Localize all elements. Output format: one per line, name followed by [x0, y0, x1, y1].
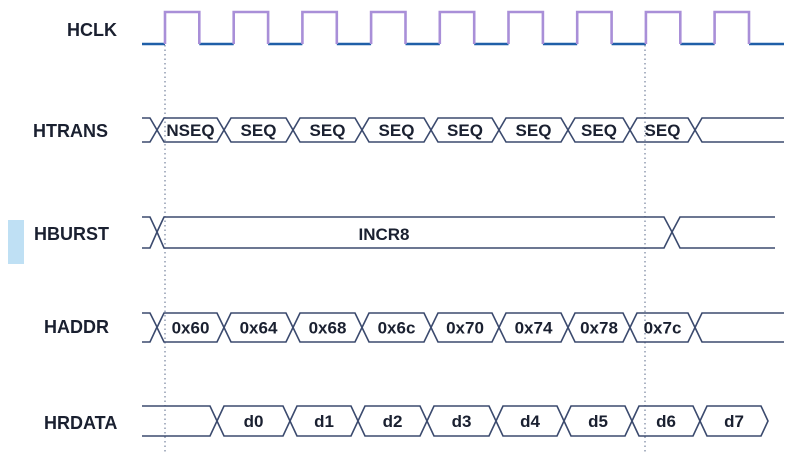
hrdata-waveform: d0 d1 d2 d3 d4 d5 d6 d7	[142, 405, 769, 437]
hclk-pulse	[575, 10, 613, 44]
hrdata-value: d5	[588, 412, 608, 431]
signal-label-hburst: HBURST	[34, 224, 109, 244]
hburst-cell	[156, 216, 673, 249]
haddr-waveform: 0x60 0x64 0x68 0x6c 0x70 0x74 0x78 0x7c	[142, 312, 784, 343]
side-marker	[8, 220, 24, 264]
htrans-value: SEQ	[645, 121, 681, 140]
htrans-value: SEQ	[310, 121, 346, 140]
haddr-value: 0x6c	[378, 319, 416, 338]
hrdata-value: d7	[724, 412, 744, 431]
htrans-value: SEQ	[447, 121, 483, 140]
hrdata-value: d1	[314, 412, 334, 431]
hclk-pulse	[301, 10, 339, 44]
haddr-value: 0x74	[515, 319, 553, 338]
haddr-idle-start	[142, 312, 158, 343]
hrdata-value: d0	[244, 412, 264, 431]
hclk-pulse	[163, 10, 201, 44]
hrdata-value: d3	[452, 412, 472, 431]
hburst-waveform: INCR8	[142, 216, 775, 249]
haddr-value: 0x60	[172, 319, 210, 338]
htrans-value: SEQ	[241, 121, 277, 140]
hrdata-cell	[699, 405, 769, 437]
haddr-value: 0x70	[446, 319, 484, 338]
signal-label-hrdata: HRDATA	[44, 413, 117, 433]
htrans-idle-end	[694, 117, 784, 143]
hclk-pulse	[369, 10, 407, 44]
hclk-pulse	[507, 10, 545, 44]
hrdata-idle-start	[142, 405, 218, 437]
signal-label-hclk: HCLK	[67, 20, 117, 40]
hburst-idle-end	[671, 216, 775, 249]
hburst-value: INCR8	[358, 225, 409, 244]
hclk-pulse	[232, 10, 270, 44]
signal-label-haddr: HADDR	[44, 317, 109, 337]
hrdata-value: d6	[656, 412, 676, 431]
htrans-waveform: NSEQ SEQ SEQ SEQ SEQ SEQ SEQ SEQ	[142, 117, 784, 143]
hclk-pulse	[644, 10, 682, 44]
haddr-value: 0x78	[580, 319, 618, 338]
htrans-value: SEQ	[516, 121, 552, 140]
hburst-idle-start	[142, 216, 158, 249]
htrans-value: SEQ	[581, 121, 617, 140]
htrans-value: NSEQ	[166, 121, 214, 140]
haddr-value: 0x68	[309, 319, 347, 338]
htrans-value: SEQ	[379, 121, 415, 140]
htrans-idle-start	[142, 117, 158, 143]
hrdata-value: d2	[383, 412, 403, 431]
hclk-waveform	[142, 10, 784, 46]
haddr-value: 0x64	[240, 319, 278, 338]
haddr-value: 0x7c	[644, 319, 682, 338]
haddr-idle-end	[694, 312, 784, 343]
hclk-pulse	[713, 10, 751, 44]
signal-label-htrans: HTRANS	[33, 121, 108, 141]
hrdata-value: d4	[520, 412, 540, 431]
hclk-pulse	[438, 10, 476, 44]
